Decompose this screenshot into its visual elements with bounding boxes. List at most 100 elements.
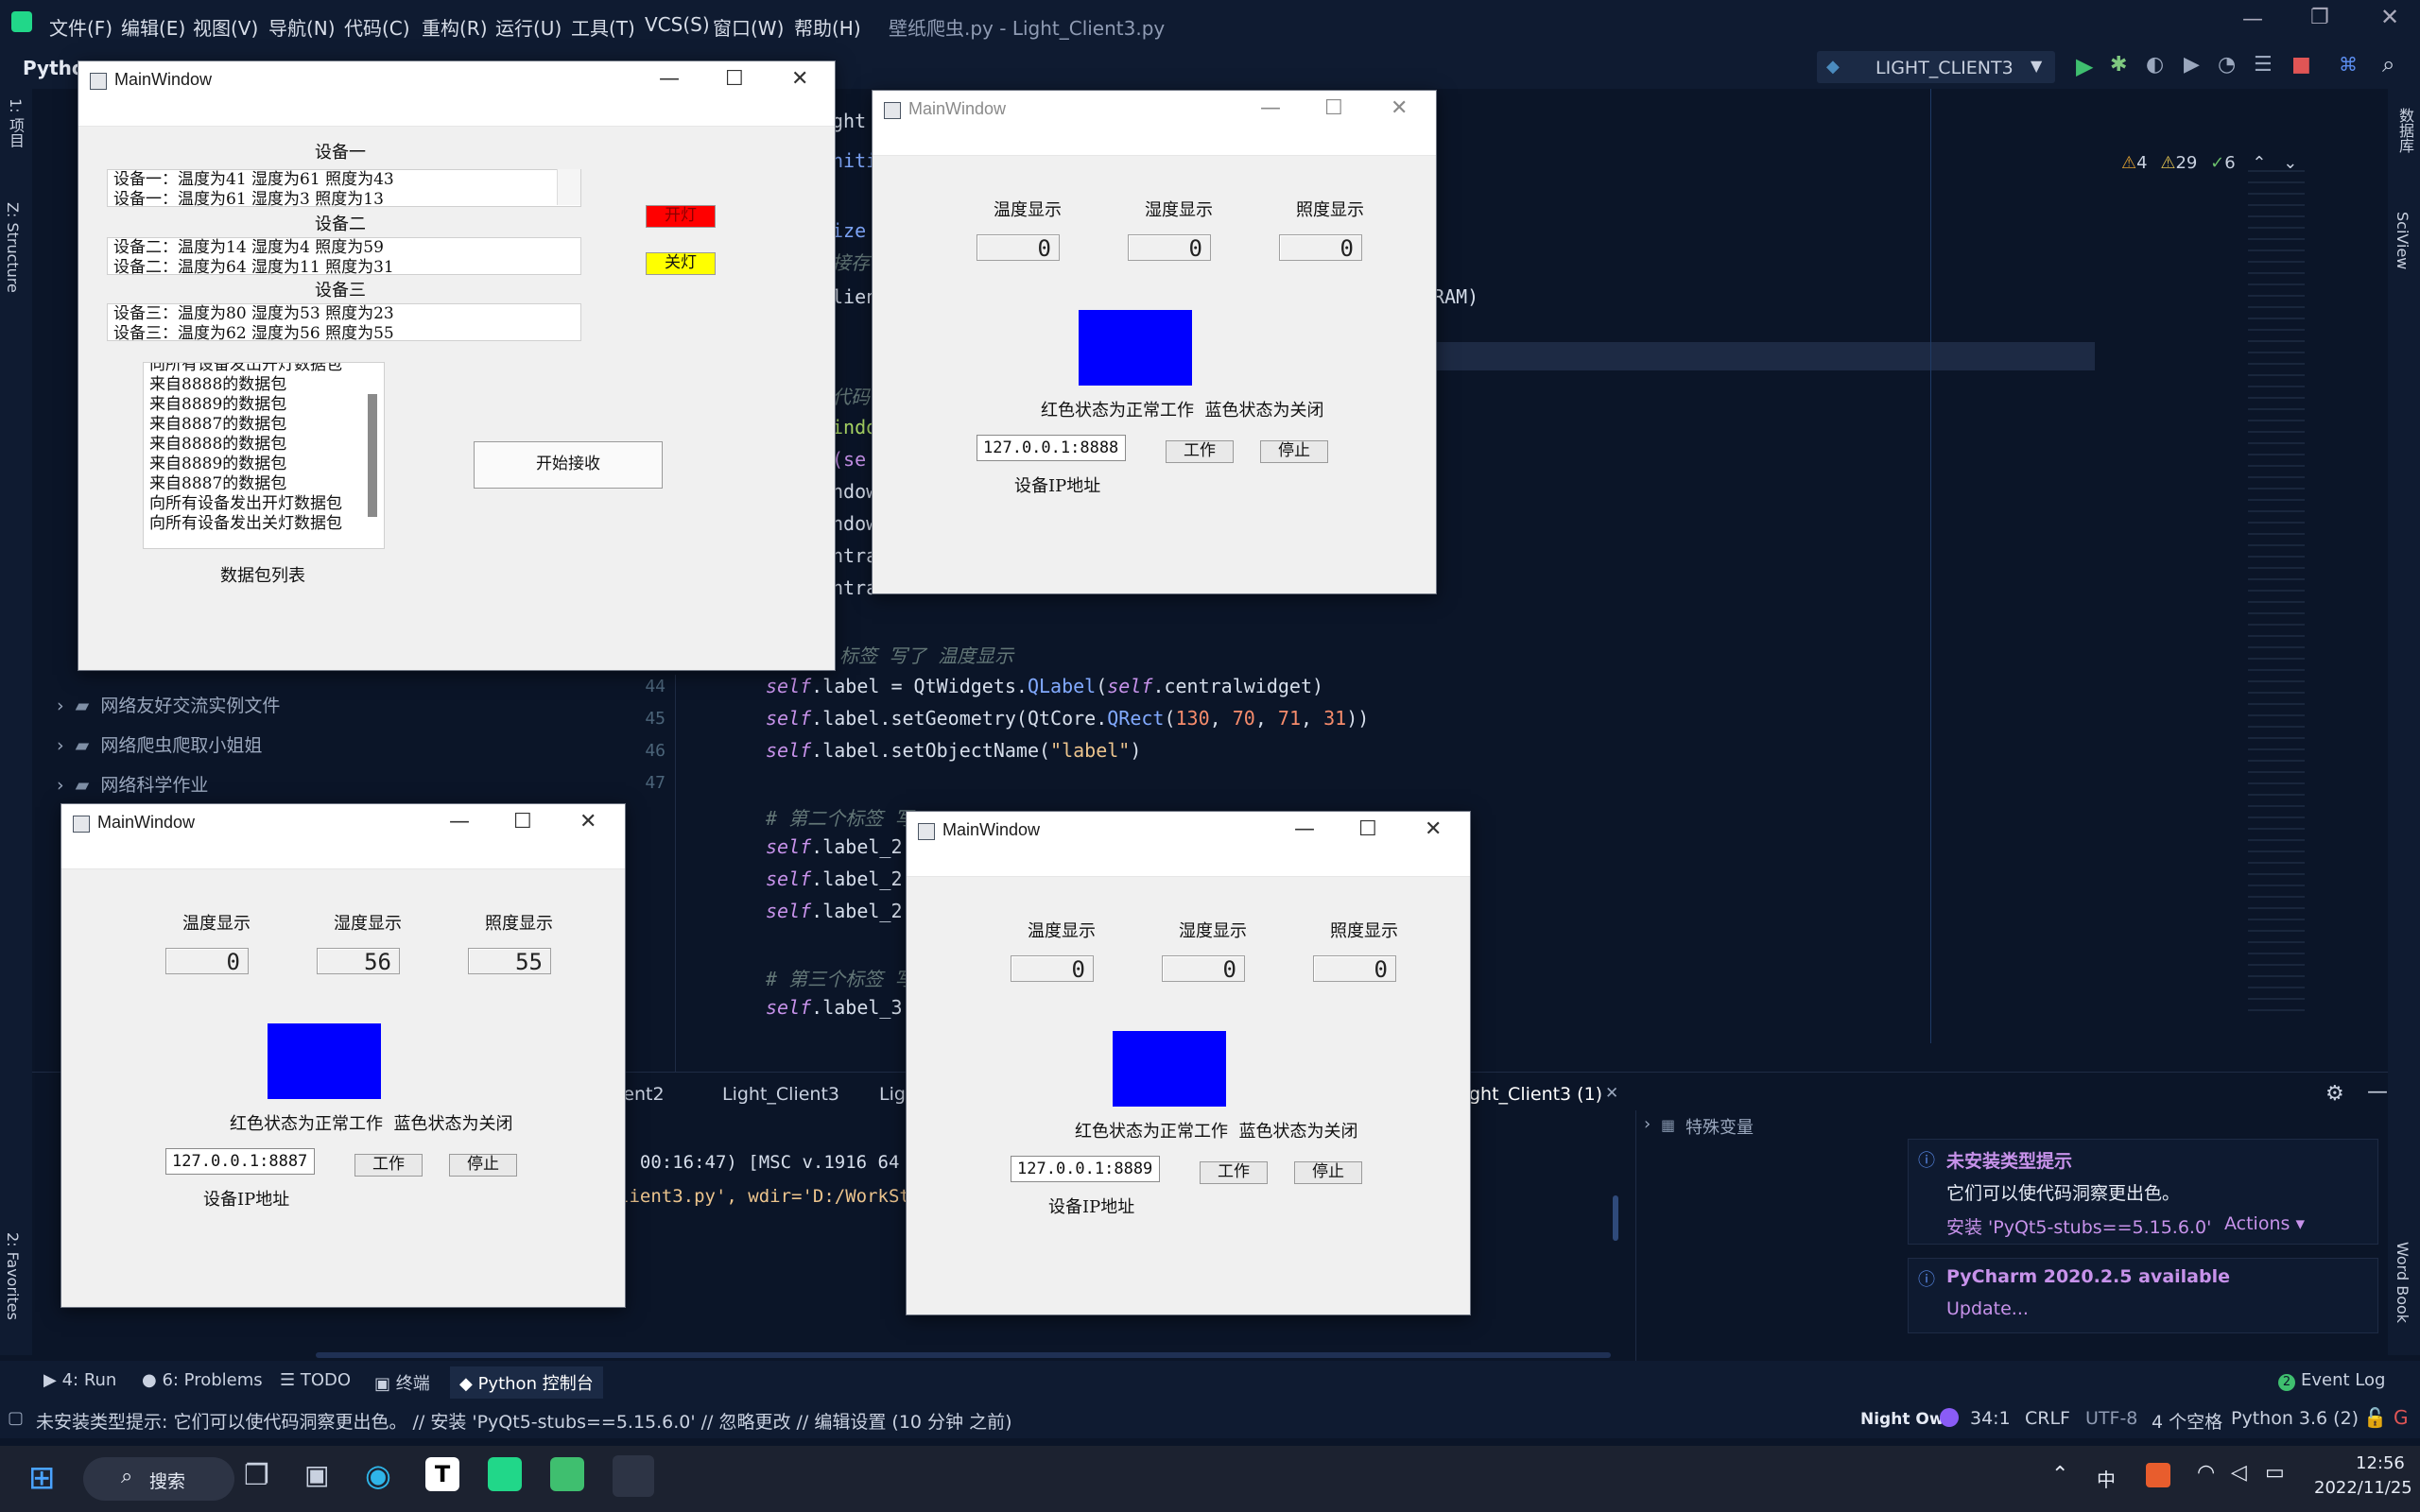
ime-indicator[interactable]: 中 bbox=[2097, 1469, 2116, 1491]
dataspell-icon[interactable] bbox=[550, 1457, 584, 1491]
light-on-button[interactable]: 开灯 bbox=[646, 205, 716, 228]
window-titlebar[interactable]: MainWindow — ☐ ✕ bbox=[873, 91, 1436, 129]
stop-button[interactable]: 停止 bbox=[449, 1154, 517, 1177]
close-icon[interactable]: ✕ bbox=[2380, 4, 2400, 30]
build-icon[interactable]: ☰ bbox=[2254, 53, 2273, 77]
battery-icon[interactable]: ▭ bbox=[2265, 1461, 2285, 1485]
work-button[interactable]: 工作 bbox=[1200, 1161, 1268, 1184]
list-item[interactable]: 来自8888的数据包 bbox=[149, 375, 287, 394]
tree-row[interactable]: › ▰ 网络爬虫爬取小姐姐 bbox=[57, 731, 262, 757]
menu-tools[interactable]: 工具(T) bbox=[571, 17, 635, 40]
menu-window[interactable]: 窗口(W) bbox=[713, 17, 785, 40]
volume-icon[interactable]: ◁ bbox=[2231, 1461, 2247, 1485]
maximize-icon[interactable]: ☐ bbox=[513, 810, 532, 833]
tool-tab-todo[interactable]: ☰ TODO bbox=[280, 1370, 351, 1390]
theme-name[interactable]: Night Owl bbox=[1860, 1410, 1950, 1429]
close-icon[interactable]: ✕ bbox=[791, 67, 809, 91]
stop-button[interactable]: 停止 bbox=[1260, 440, 1328, 463]
terminal-app-icon[interactable]: ▣ bbox=[304, 1459, 330, 1490]
google-icon[interactable]: G bbox=[2394, 1406, 2409, 1429]
windows-start-icon[interactable]: ⊞ bbox=[28, 1459, 56, 1497]
restore-icon[interactable]: ❐ bbox=[2310, 6, 2329, 29]
inspection-widget[interactable]: ⚠4 ⚠29 ✓6 ⌃ ⌄ bbox=[2121, 153, 2297, 173]
translate-icon[interactable]: ⌘ bbox=[2339, 53, 2358, 76]
typora-icon[interactable]: T bbox=[425, 1457, 459, 1491]
gear-icon[interactable]: ⚙ bbox=[2325, 1082, 2344, 1106]
tool-tab-favorites[interactable]: 2: Favorites bbox=[4, 1232, 22, 1320]
minimize-icon[interactable]: — bbox=[449, 810, 470, 833]
run-alt-icon[interactable]: ▶ bbox=[2184, 53, 2200, 77]
minimize-icon[interactable]: — bbox=[659, 67, 680, 91]
install-stubs-link[interactable]: 安装 'PyQt5-stubs==5.15.6.0' bbox=[1946, 1217, 2212, 1238]
profile-icon[interactable]: ◔ bbox=[2218, 53, 2237, 77]
tool-tab-python-console[interactable]: ◆ Python 控制台 bbox=[450, 1366, 603, 1399]
status-panel-icon[interactable]: ▢ bbox=[8, 1408, 25, 1428]
menu-refactor[interactable]: 重构(R) bbox=[422, 17, 488, 40]
menu-help[interactable]: 帮助(H) bbox=[794, 17, 861, 40]
indent-setting[interactable]: 4 个空格 bbox=[2152, 1412, 2223, 1433]
wifi-icon[interactable]: ◠ bbox=[2197, 1461, 2216, 1485]
edge-icon[interactable]: ◉ bbox=[365, 1457, 391, 1493]
update-link[interactable]: Update... bbox=[1946, 1298, 2029, 1319]
start-receive-button[interactable]: 开始接收 bbox=[474, 441, 663, 489]
coverage-icon[interactable]: ◐ bbox=[2146, 53, 2165, 77]
tool-tab-sciview[interactable]: SciView bbox=[2394, 212, 2411, 270]
chevron-up-icon[interactable]: ⌃ bbox=[2252, 153, 2267, 173]
chevron-down-icon[interactable]: ⌄ bbox=[2283, 153, 2298, 173]
device1-text[interactable]: 设备一：温度为41 湿度为61 照度为43 设备一：温度为61 湿度为3 照度为… bbox=[107, 169, 581, 207]
task-view-icon[interactable]: ❐ bbox=[244, 1459, 269, 1492]
line-separator[interactable]: CRLF bbox=[2025, 1408, 2070, 1429]
menu-vcs[interactable]: VCS(S) bbox=[645, 13, 710, 36]
maximize-icon[interactable]: ☐ bbox=[725, 67, 744, 91]
maximize-icon[interactable]: ☐ bbox=[1324, 96, 1343, 120]
ip-input[interactable]: 127.0.0.1:8888 bbox=[977, 435, 1126, 461]
hide-panel-icon[interactable]: — bbox=[2367, 1080, 2388, 1104]
pycharm-icon[interactable] bbox=[488, 1457, 522, 1491]
actions-dropdown[interactable]: Actions ▾ bbox=[2224, 1213, 2305, 1234]
close-icon[interactable]: ✕ bbox=[1425, 817, 1443, 841]
menu-navigate[interactable]: 导航(N) bbox=[268, 17, 336, 40]
tool-tab-project[interactable]: 1: 项目 bbox=[7, 98, 25, 148]
console-hscrollbar[interactable] bbox=[316, 1352, 1611, 1358]
console-tab-active[interactable]: ght_Client3 (1) bbox=[1469, 1084, 1603, 1105]
clock-date[interactable]: 2022/11/25 bbox=[2314, 1478, 2412, 1498]
menu-edit[interactable]: 编辑(E) bbox=[121, 17, 186, 40]
close-icon[interactable]: ✕ bbox=[579, 810, 597, 833]
console-tab[interactable]: Light_Client3 bbox=[722, 1084, 840, 1105]
minimize-icon[interactable]: — bbox=[2242, 8, 2263, 31]
list-item[interactable]: 向所有设备发出开灯数据包 bbox=[149, 362, 342, 374]
search-icon[interactable]: ⌕ bbox=[2382, 51, 2395, 77]
window-titlebar[interactable]: MainWindow — ☐ ✕ bbox=[61, 804, 625, 842]
menu-run[interactable]: 运行(U) bbox=[495, 17, 562, 40]
tool-tab-wordbook[interactable]: Word Book bbox=[2394, 1242, 2411, 1324]
tool-tab-structure[interactable]: Z: Structure bbox=[4, 202, 22, 293]
list-item[interactable]: 来自8887的数据包 bbox=[149, 415, 287, 434]
minimize-icon[interactable]: — bbox=[1294, 817, 1315, 841]
menu-file[interactable]: 文件(F) bbox=[49, 17, 113, 40]
list-item[interactable]: 来自8887的数据包 bbox=[149, 474, 287, 493]
minimize-icon[interactable]: — bbox=[1260, 96, 1281, 120]
menu-view[interactable]: 视图(V) bbox=[193, 17, 259, 40]
list-item[interactable]: 向所有设备发出关灯数据包 bbox=[149, 514, 342, 533]
device1-scrollbar[interactable] bbox=[557, 169, 580, 205]
stop-icon[interactable]: ■ bbox=[2291, 53, 2311, 77]
close-tab-icon[interactable]: ✕ bbox=[1605, 1084, 1619, 1103]
caret-position[interactable]: 34:1 bbox=[1970, 1408, 2011, 1429]
run-icon[interactable]: ▶ bbox=[2076, 53, 2094, 79]
window-titlebar[interactable]: MainWindow — ☐ ✕ bbox=[78, 61, 835, 99]
packet-list[interactable]: 向所有设备发出开灯数据包来自8888的数据包来自8889的数据包来自8887的数… bbox=[143, 362, 385, 549]
device2-text[interactable]: 设备二：温度为14 湿度为4 照度为59 设备二：温度为64 湿度为11 照度为… bbox=[107, 237, 581, 275]
maximize-icon[interactable]: ☐ bbox=[1358, 817, 1377, 841]
clock-time[interactable]: 12:56 bbox=[2356, 1453, 2405, 1473]
lock-icon[interactable]: 🔓 bbox=[2363, 1406, 2387, 1429]
console-tab[interactable]: ient2 bbox=[618, 1084, 665, 1105]
python-app-icon[interactable] bbox=[613, 1455, 654, 1497]
work-button[interactable]: 工作 bbox=[1166, 440, 1234, 463]
work-button[interactable]: 工作 bbox=[354, 1154, 423, 1177]
taskbar-search[interactable]: ⌕ 搜索 bbox=[83, 1457, 234, 1501]
run-config-selector[interactable]: ◆ LIGHT_CLIENT3 ▼ bbox=[1817, 51, 2055, 83]
tree-row[interactable]: › ▰ 网络科学作业 bbox=[57, 771, 208, 797]
device3-text[interactable]: 设备三：温度为80 湿度为53 照度为23 设备三：温度为62 湿度为56 照度… bbox=[107, 303, 581, 341]
list-item[interactable]: 向所有设备发出开灯数据包 bbox=[149, 494, 342, 513]
